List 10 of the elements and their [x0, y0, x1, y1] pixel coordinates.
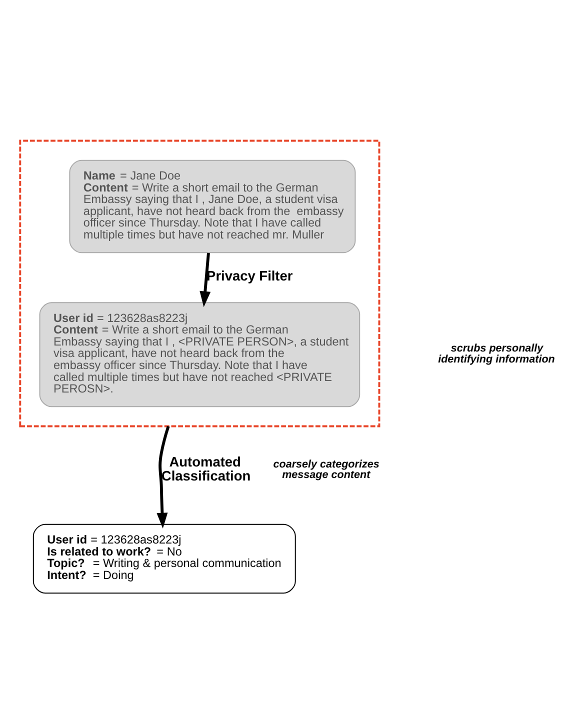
edge-label: Automated Classification — [161, 454, 251, 484]
arrow — [156, 426, 170, 529]
edge-label: Privacy Filter — [206, 268, 293, 284]
label: coarsely categorizes message content — [273, 458, 380, 482]
node-box: User id = 123628as8223j Is related to work? = No Topic? = Writing & personal communication Intent? = Doing — [32, 524, 296, 594]
cluster — [19, 140, 380, 428]
arrow — [200, 252, 211, 308]
node-box: Name = Jane Doe Content = Write a short email to the German Embassy saying that I , Jane Doe, a student visa applicant, have not heard back from the embassy officer since Thursday. Note that I have called multiple times but have not reached mr. Muller — [69, 160, 356, 254]
node-box: User id = 123628as8223j Content = Write a short email to the German Embassy saying that I , <PRIVATE PERSON>, a student visa applicant, have not heard back from the embassy officer since Thursday. Note that I have called multiple times but have not reached <PRIVATE PEROSN>. — [39, 302, 360, 408]
label: scrubs personally identifying information — [438, 342, 555, 366]
